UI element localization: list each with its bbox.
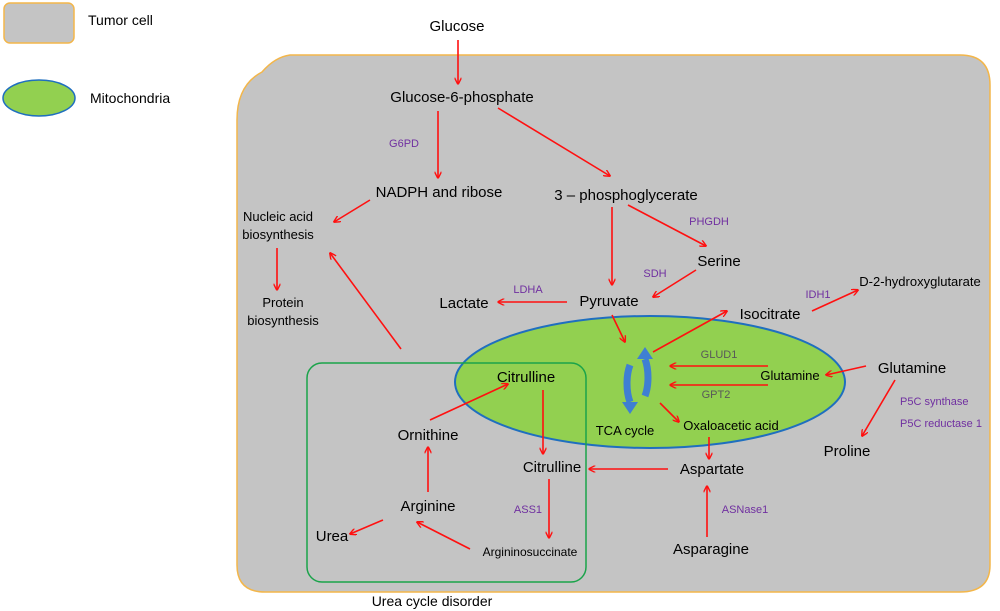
glucose-label: Glucose xyxy=(429,18,484,35)
protein-label-line1: Protein xyxy=(262,295,303,310)
pyruvate-label: Pyruvate xyxy=(579,293,638,310)
protein-label-line2: biosynthesis xyxy=(247,313,319,328)
legend-mitochondria-label: Mitochondria xyxy=(90,90,170,106)
arrow-tca-to-oxaloacetic xyxy=(659,402,679,422)
ornithine-label: Ornithine xyxy=(398,427,459,444)
arrow-serine-to-pyruvate xyxy=(653,269,697,297)
3-phosphoglycerate-label: 3 – phosphoglycerate xyxy=(554,187,697,204)
arrow-pyruvate-to-tca xyxy=(611,314,625,342)
asparagine-label: Asparagine xyxy=(673,541,749,558)
proline-label: Proline xyxy=(824,443,871,460)
arrow-glutamine-to-inner xyxy=(826,365,867,375)
nadph-ribose-label: NADPH and ribose xyxy=(376,184,503,201)
idh1-enzyme-label: IDH1 xyxy=(805,289,830,301)
argininosuccinate-label: Argininosuccinate xyxy=(483,545,578,559)
urea-label: Urea xyxy=(316,528,349,545)
glutamine-outer-label: Glutamine xyxy=(878,360,946,377)
arrow-arginine-to-urea xyxy=(350,519,384,534)
legend-tumor-cell-label: Tumor cell xyxy=(88,12,153,28)
asnase1-enzyme-label: ASNase1 xyxy=(722,504,768,516)
citrulline-mito-label: Citrulline xyxy=(497,369,555,386)
gpt2-enzyme-label: GPT2 xyxy=(702,389,731,401)
legend-tumor-cell-swatch xyxy=(3,2,75,44)
arrow-ornithine-to-citrulline xyxy=(429,384,508,421)
d2hg-label: D-2-hydroxyglutarate xyxy=(859,274,980,289)
arrow-tca-to-isocitrate xyxy=(652,311,727,353)
arginine-label: Arginine xyxy=(400,498,455,515)
arrow-g6p-to-3pg xyxy=(497,107,610,176)
tca-cycle-icon xyxy=(622,347,653,414)
glud1-enzyme-label: GLUD1 xyxy=(701,349,738,361)
arrow-glutamine-to-proline xyxy=(862,379,896,436)
arrow-3pg-to-serine xyxy=(627,204,706,246)
ldha-enzyme-label: LDHA xyxy=(513,284,543,296)
legend-mitochondria-swatch xyxy=(2,79,76,117)
isocitrate-label: Isocitrate xyxy=(740,306,801,323)
nucleic-acid-label-line1: Nucleic acid xyxy=(243,209,313,224)
sdh-enzyme-label: SDH xyxy=(643,268,666,280)
lactate-label: Lactate xyxy=(439,295,488,312)
serine-label: Serine xyxy=(697,253,740,270)
glutamine-inner-label: Glutamine xyxy=(760,368,819,383)
nucleic-acid-label-line2: biosynthesis xyxy=(242,227,314,242)
urea-cycle-box xyxy=(306,362,587,583)
p5c-reductase-enzyme-label: P5C reductase 1 xyxy=(900,418,982,430)
arrow-nadph-to-nucleic xyxy=(334,199,371,222)
arrow-argininosuccinate-to-arginine xyxy=(417,522,471,550)
arrow-isocitrate-to-d2hg xyxy=(811,290,858,312)
phgdh-enzyme-label: PHGDH xyxy=(689,216,729,228)
arrow-urea-to-nucleic xyxy=(330,253,402,350)
p5c-synthase-enzyme-label: P5C synthase xyxy=(900,396,968,408)
tca-cycle-label: TCA cycle xyxy=(596,423,655,438)
citrulline-cyto-label: Citrulline xyxy=(523,459,581,476)
g6pd-enzyme-label: G6PD xyxy=(389,138,419,150)
urea-cycle-disorder-label: Urea cycle disorder xyxy=(372,593,493,609)
aspartate-label: Aspartate xyxy=(680,461,744,478)
glucose-6-phosphate-label: Glucose-6-phosphate xyxy=(390,89,533,106)
oxaloacetic-acid-label: Oxaloacetic acid xyxy=(683,418,778,433)
ass1-enzyme-label: ASS1 xyxy=(514,504,542,516)
